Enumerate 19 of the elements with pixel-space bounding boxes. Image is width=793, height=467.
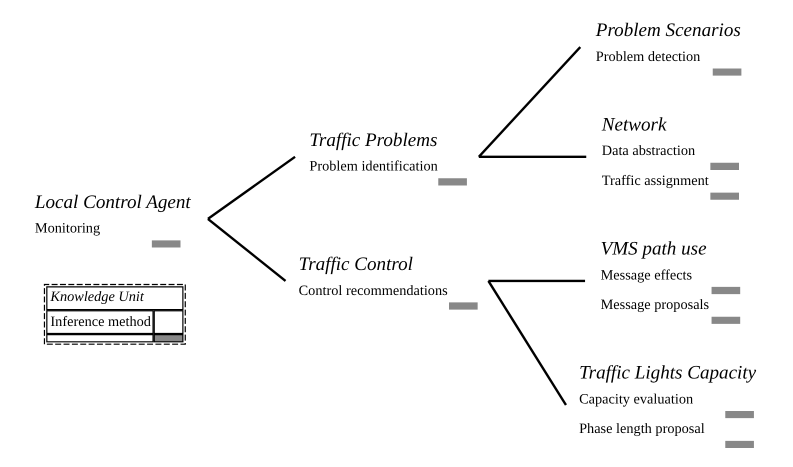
- node-label: Capacity evaluation: [579, 391, 694, 408]
- node-label: Traffic Problems: [309, 130, 438, 151]
- node-label: Network: [602, 114, 666, 136]
- legend-label: Knowledge Unit: [50, 288, 144, 305]
- node-label: VMS path use: [600, 238, 707, 260]
- node-label: Message proposals: [600, 297, 710, 314]
- node-label: Problem detection: [596, 48, 700, 65]
- node-label: Control recommendations: [298, 282, 448, 299]
- node-label: Traffic Control: [298, 254, 413, 275]
- node-label: Traffic assignment: [602, 172, 709, 189]
- node-label: Problem Scenarios: [596, 20, 741, 42]
- node-label: Monitoring: [34, 220, 100, 237]
- node-label: Local Control Agent: [34, 192, 191, 213]
- node-label: Problem identification: [309, 158, 438, 175]
- node-label: Data abstraction: [602, 143, 696, 160]
- node-label: Message effects: [600, 267, 692, 284]
- node-label: Phase length proposal: [579, 421, 705, 438]
- legend-label: Inference method: [50, 314, 151, 330]
- node-label: Traffic Lights Capacity: [579, 362, 756, 384]
